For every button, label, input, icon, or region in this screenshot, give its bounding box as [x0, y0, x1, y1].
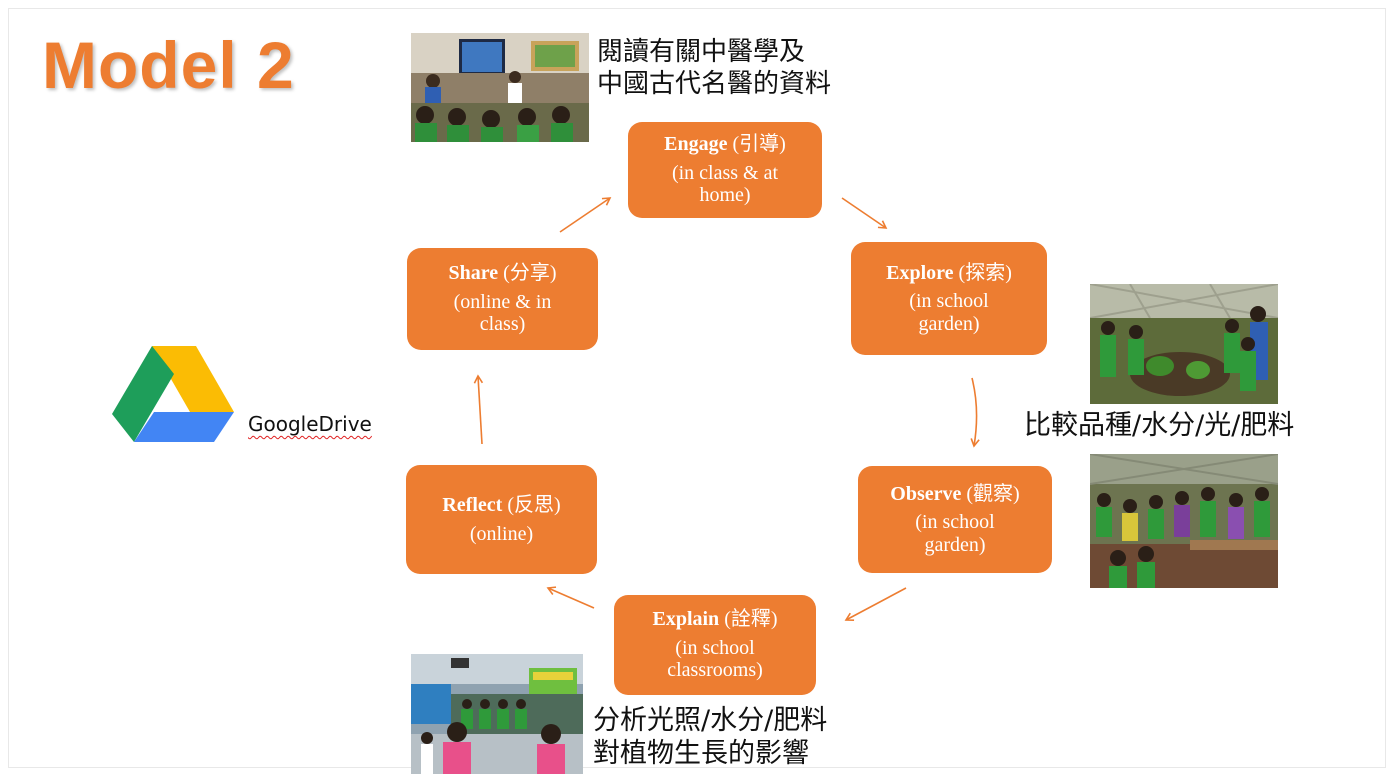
- stage-explore: Explore (探索) (in school garden): [851, 242, 1047, 355]
- google-drive-label: GoogleDrive: [248, 412, 372, 436]
- engage-caption-line1: 閱讀有關中醫學及: [597, 37, 806, 67]
- stage-explore-sub: (in school garden): [909, 290, 989, 335]
- explain-caption-line2: 對植物生長的影響: [593, 737, 809, 769]
- explore-caption: 比較品種/水分/光/肥料: [1024, 410, 1295, 441]
- stage-observe-title: Observe (觀察): [890, 482, 1020, 505]
- stage-explain-sub: (in school classrooms): [667, 636, 763, 682]
- stage-reflect: Reflect (反思) (online): [406, 465, 597, 574]
- google-drive-icon: [112, 346, 236, 446]
- stage-reflect-title: Reflect (反思): [442, 494, 561, 517]
- stage-share: Share (分享) (online & in class): [407, 248, 598, 350]
- stage-reflect-sub: (online): [469, 522, 534, 545]
- engage-caption-line2: 中國古代名醫的資料: [597, 68, 832, 99]
- stage-observe: Observe (觀察) (in school garden): [858, 466, 1052, 573]
- engage-caption: 閱讀有關中醫學及 中國古代名醫的資料: [597, 37, 831, 100]
- arrow-reflect-share: [473, 374, 484, 445]
- stage-engage: Engage (引導) (in class & at home): [628, 122, 822, 218]
- garden-explore-photo: [1090, 284, 1278, 404]
- stage-observe-sub: (in school garden): [915, 511, 995, 556]
- slide-title: Model 2: [42, 28, 295, 102]
- arrow-explore-observe: [970, 377, 980, 448]
- stage-engage-sub: (in class & at home): [671, 161, 779, 207]
- explain-caption-line1: 分析光照/水分/肥料: [593, 705, 828, 736]
- garden-observe-photo: [1090, 454, 1278, 588]
- stage-share-sub: (online & in class): [453, 290, 552, 336]
- arrow-observe-explain: [844, 587, 907, 622]
- explain-caption: 分析光照/水分/肥料 對植物生長的影響: [593, 705, 827, 771]
- stage-engage-title: Engage (引導): [664, 133, 786, 156]
- arrow-share-engage: [559, 197, 612, 233]
- classroom-explain-photo: [411, 654, 583, 774]
- stage-explain: Explain (詮釋) (in school classrooms): [614, 595, 816, 695]
- arrow-engage-explore: [841, 197, 888, 229]
- stage-explain-title: Explain (詮釋): [652, 608, 778, 631]
- stage-share-title: Share (分享): [448, 262, 557, 285]
- classroom-reading-photo: [411, 33, 589, 142]
- stage-explore-title: Explore (探索): [886, 261, 1012, 284]
- arrow-explain-reflect: [546, 586, 595, 609]
